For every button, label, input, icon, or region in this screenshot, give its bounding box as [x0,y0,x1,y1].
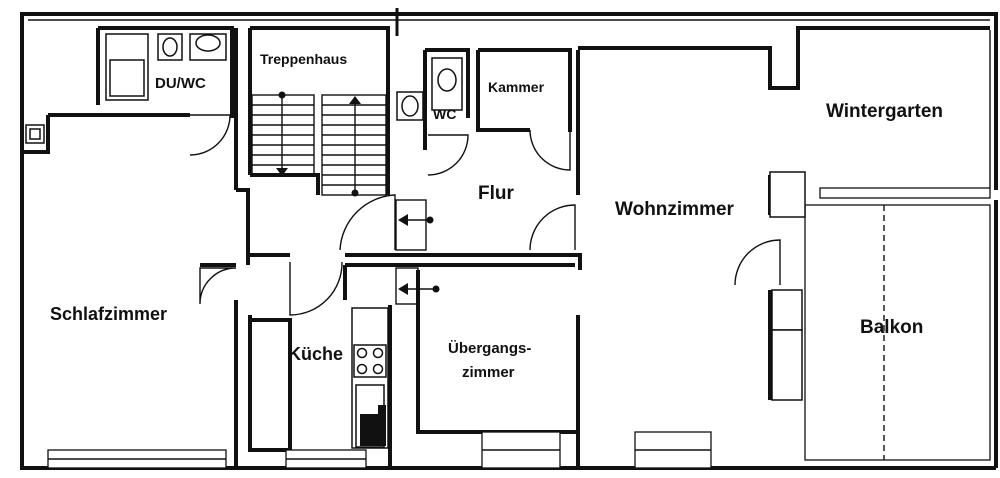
room-label-kammer: Kammer [488,79,545,95]
bathroom-fixtures [105,8,463,121]
room-label-schlafzimmer: Schlafzimmer [50,304,167,324]
room-label-uebergang-2: zimmer [462,364,515,381]
room-label-uebergang-1: Übergangs- [448,340,531,357]
doors [189,114,781,316]
room-label-wc: WC [433,106,456,122]
room-label-wohnzimmer: Wohnzimmer [615,199,735,220]
room-labels: DU/WC Treppenhaus WC Kammer Wintergarten… [50,51,943,381]
windows [25,30,991,469]
room-label-wintergarten: Wintergarten [826,101,943,122]
staircase [251,91,440,305]
room-label-flur: Flur [478,183,514,204]
room-label-balkon: Balkon [860,317,923,338]
kitchen-fixtures [351,307,389,449]
room-label-kueche: Küche [288,344,343,364]
room-label-du-wc: DU/WC [155,75,206,92]
interior-walls [22,26,990,468]
room-label-treppenhaus: Treppenhaus [260,51,347,67]
